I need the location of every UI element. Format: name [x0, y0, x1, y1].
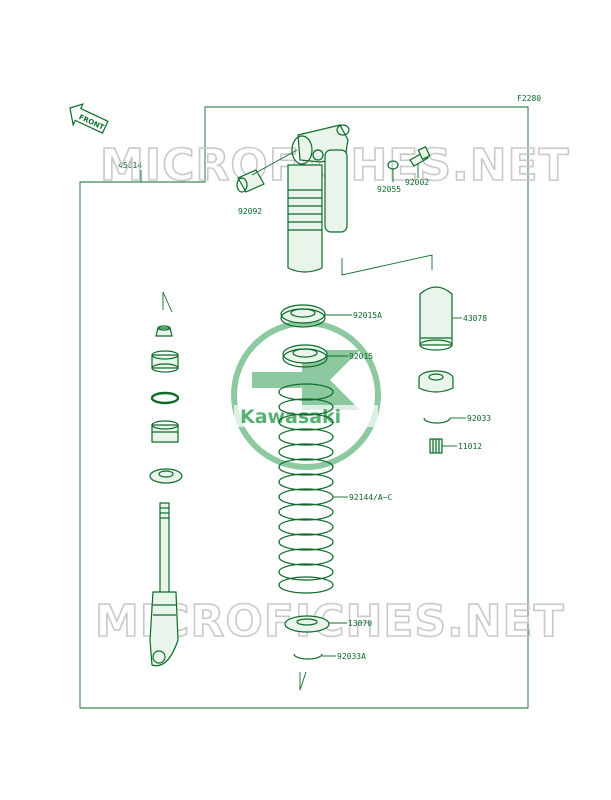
- part-label-43078[interactable]: 43078: [463, 314, 487, 323]
- part-label-92033A[interactable]: 92033A: [337, 652, 366, 661]
- part-92015-nut[interactable]: [282, 344, 348, 368]
- kawasaki-logo: Kawasaki: [231, 320, 381, 470]
- part-label-92015A[interactable]: 92015A: [353, 311, 382, 320]
- part-11012-valve[interactable]: [429, 438, 457, 454]
- part-92092-bushing[interactable]: [236, 149, 298, 193]
- part-label-13070[interactable]: 13070: [348, 619, 372, 628]
- part-label-45014[interactable]: 45014: [118, 161, 142, 170]
- part-label-11012[interactable]: 11012: [458, 442, 482, 451]
- part-label-92055[interactable]: 92055: [377, 185, 401, 194]
- assembly-frame: [79, 106, 529, 709]
- part-92055-ring[interactable]: [387, 160, 399, 182]
- part-label-92092[interactable]: 92092: [238, 207, 262, 216]
- part-label-92015[interactable]: 92015: [349, 352, 373, 361]
- diagram-code: F2280: [517, 94, 541, 103]
- part-13070-seat[interactable]: [284, 615, 347, 633]
- kawasaki-logo-text: Kawasaki: [240, 406, 341, 428]
- part-92033A-circlip[interactable]: [293, 653, 336, 691]
- shock-body[interactable]: [287, 124, 350, 273]
- part-label-92002[interactable]: 92002: [405, 178, 429, 187]
- part-92002-bolt[interactable]: [409, 145, 431, 178]
- part-92015A-locknut[interactable]: [280, 304, 352, 328]
- part-43078-bladder[interactable]: [419, 286, 462, 351]
- part-92033-circlip[interactable]: [423, 417, 466, 424]
- rod-assembly[interactable]: [149, 291, 183, 667]
- part-label-92033[interactable]: 92033: [467, 414, 491, 423]
- part-label-92144[interactable]: 92144/A~C: [349, 493, 393, 502]
- front-arrow-icon: FRONT: [69, 103, 109, 134]
- part-92144-spring[interactable]: [278, 383, 348, 594]
- reservoir-cap[interactable]: [418, 370, 454, 393]
- group-leader: [341, 254, 433, 276]
